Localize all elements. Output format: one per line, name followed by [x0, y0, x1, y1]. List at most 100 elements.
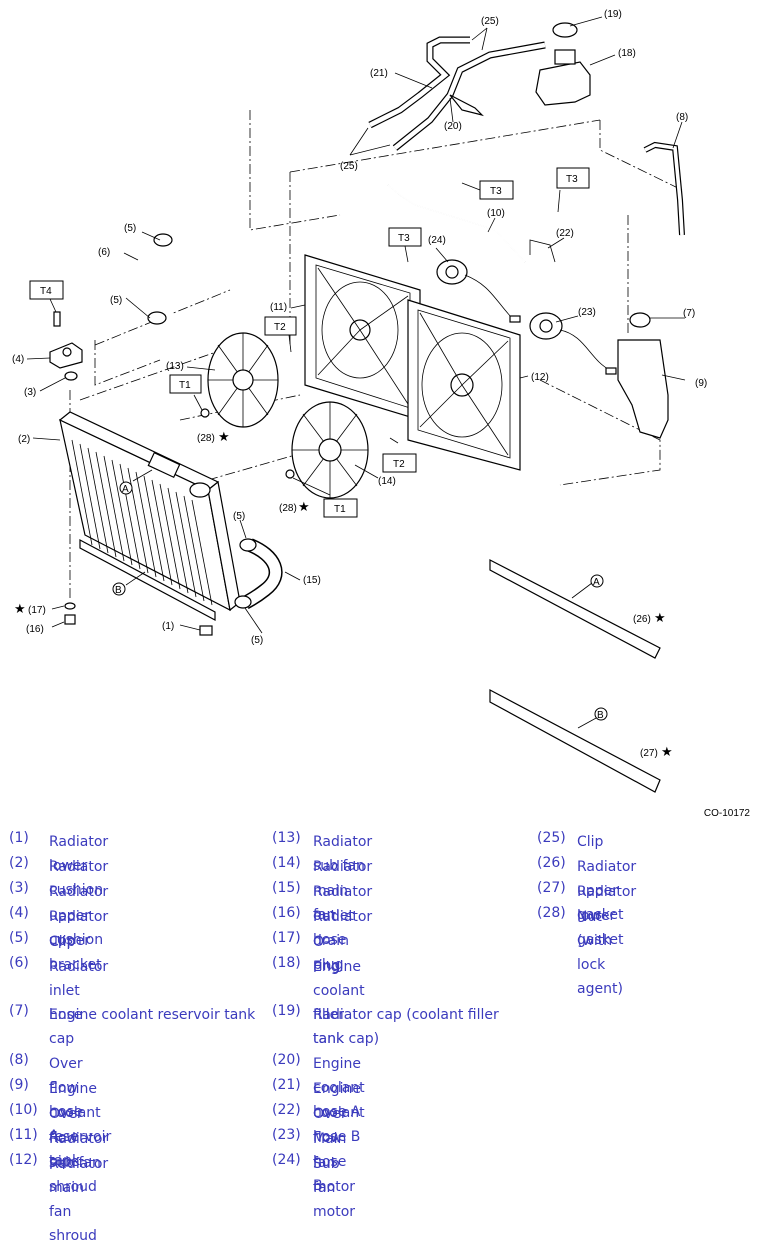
legend-text: Radiator upper gasket — [577, 859, 637, 923]
ref-markers: A B A B — [112, 481, 608, 721]
legend-num: (17) — [272, 930, 301, 946]
callout-5a: (5) — [124, 223, 136, 234]
callout-28b: (28) — [279, 503, 297, 514]
star-17: ★ — [14, 601, 26, 616]
legend-text: O-ring — [313, 934, 341, 974]
legend-text: Radiator sub fan — [313, 834, 373, 874]
torque-t3-pipe: T3 — [490, 186, 502, 197]
torque-t3-bracket: T3 — [566, 174, 578, 185]
star-26: ★ — [654, 610, 666, 625]
legend-num: (3) — [9, 880, 29, 896]
drain-plug — [64, 602, 213, 636]
legend-num: (23) — [272, 1127, 301, 1143]
legend-text: Engine coolant reservoir tank cap — [49, 1007, 256, 1047]
upper-bracket — [49, 311, 83, 381]
star-27: ★ — [661, 744, 673, 759]
legend-text: Radiator drain plug — [313, 909, 373, 973]
callout-11: (11) — [270, 302, 287, 313]
legend-num: (6) — [9, 955, 29, 971]
callout-18: (18) — [618, 48, 636, 59]
callout-25b: (25) — [340, 161, 358, 172]
radiator-inlet-hose — [127, 233, 175, 325]
legend-num: (12) — [9, 1152, 38, 1168]
callout-19: (19) — [604, 9, 622, 20]
legend-text: Radiator cap (coolant filler tank cap) — [313, 1007, 499, 1047]
sub-fan-shroud — [304, 254, 421, 421]
callout-25a: (25) — [481, 16, 499, 27]
torque-t1-lower: T1 — [334, 504, 346, 515]
star-28a: ★ — [218, 429, 230, 444]
callout-4: (4) — [12, 354, 24, 365]
legend-text: Radiator outlet hose — [313, 884, 373, 948]
legend-text: Engine coolant hose A — [313, 1056, 365, 1120]
legend-num: (24) — [272, 1152, 301, 1168]
legend-num: (9) — [9, 1077, 29, 1093]
callout-3: (3) — [24, 387, 36, 398]
sub-fan — [200, 332, 279, 428]
legend-num: (1) — [9, 830, 29, 846]
main-fan-motor — [529, 312, 617, 375]
callout-1: (1) — [162, 621, 174, 632]
legend-num: (27) — [537, 880, 566, 896]
callout-5b: (5) — [110, 295, 122, 306]
callout-7: (7) — [683, 308, 695, 319]
callout-22: (22) — [556, 228, 574, 239]
callout-21: (21) — [370, 68, 388, 79]
filler-tank — [535, 22, 591, 106]
upper-gasket — [489, 559, 661, 659]
legend-num: (11) — [9, 1127, 38, 1143]
callout-2: (2) — [18, 434, 30, 445]
marker-a-gasket: A — [593, 577, 600, 588]
torque-t2-upper: T2 — [274, 322, 286, 333]
legend-text: Engine coolant reservoir tank — [49, 1081, 112, 1169]
marker-b-radiator: B — [115, 585, 122, 596]
callout-8: (8) — [676, 112, 688, 123]
legend-num: (2) — [9, 855, 29, 871]
legend-text: Clip — [49, 934, 76, 950]
legend-text: Engine coolant hose B — [313, 1081, 365, 1145]
radiator-outlet-hose — [234, 538, 283, 610]
legend-num: (25) — [537, 830, 566, 846]
legend-text: Over flow hose A — [49, 1056, 83, 1144]
reservoir-tank — [617, 312, 669, 439]
legend-text: Over flow pipe — [49, 1106, 83, 1170]
legend-num: (21) — [272, 1077, 301, 1093]
legend-text: Engine coolant filler tank — [313, 959, 365, 1047]
callout-6: (6) — [98, 247, 110, 258]
legend-num: (20) — [272, 1052, 301, 1068]
lock-agent-stars: ★ ★ ★ ★ ★ — [14, 429, 673, 759]
callout-17: (17) — [28, 605, 46, 616]
callout-5c: (5) — [233, 511, 245, 522]
callout-20: (20) — [444, 121, 462, 132]
sub-fan-motor — [436, 259, 521, 323]
legend-num: (28) — [537, 905, 566, 921]
torque-tags: T4 T2 T1 T1 T2 T3 T3 T3 — [29, 167, 590, 518]
coolant-hoses — [368, 36, 546, 151]
star-28b: ★ — [298, 499, 310, 514]
marker-a-radiator: A — [122, 484, 129, 495]
legend-text: Radiator lower cushion — [49, 834, 109, 898]
exploded-diagram: (1) (2) (3) (4) (5) (5) (5) (5) (6) (7) … — [12, 9, 707, 793]
legend-num: (14) — [272, 855, 301, 871]
legend-num: (18) — [272, 955, 301, 971]
torque-t1-upper: T1 — [179, 380, 191, 391]
callout-14: (14) — [378, 476, 396, 487]
figure-code: CO-10172 — [703, 808, 750, 819]
callout-16: (16) — [26, 624, 44, 635]
legend-num: (16) — [272, 905, 301, 921]
legend-num: (7) — [9, 1003, 29, 1019]
callout-9: (9) — [695, 378, 707, 389]
legend-num: (5) — [9, 930, 29, 946]
lower-gasket — [489, 689, 661, 793]
callout-28a: (28) — [197, 433, 215, 444]
legend-text: Radiator upper cushion — [49, 884, 109, 948]
radiator — [58, 411, 241, 621]
legend-num: (19) — [272, 1003, 301, 1019]
legend-text: Clip — [577, 834, 604, 850]
legend-text: Radiator main fan — [313, 859, 373, 923]
callout-10: (10) — [487, 208, 505, 219]
callout-27: (27) — [640, 748, 658, 759]
legend-text: Radiator lower gasket — [577, 884, 637, 948]
legend-text: Radiator main fan shroud — [49, 1156, 109, 1244]
callout-12: (12) — [531, 372, 549, 383]
